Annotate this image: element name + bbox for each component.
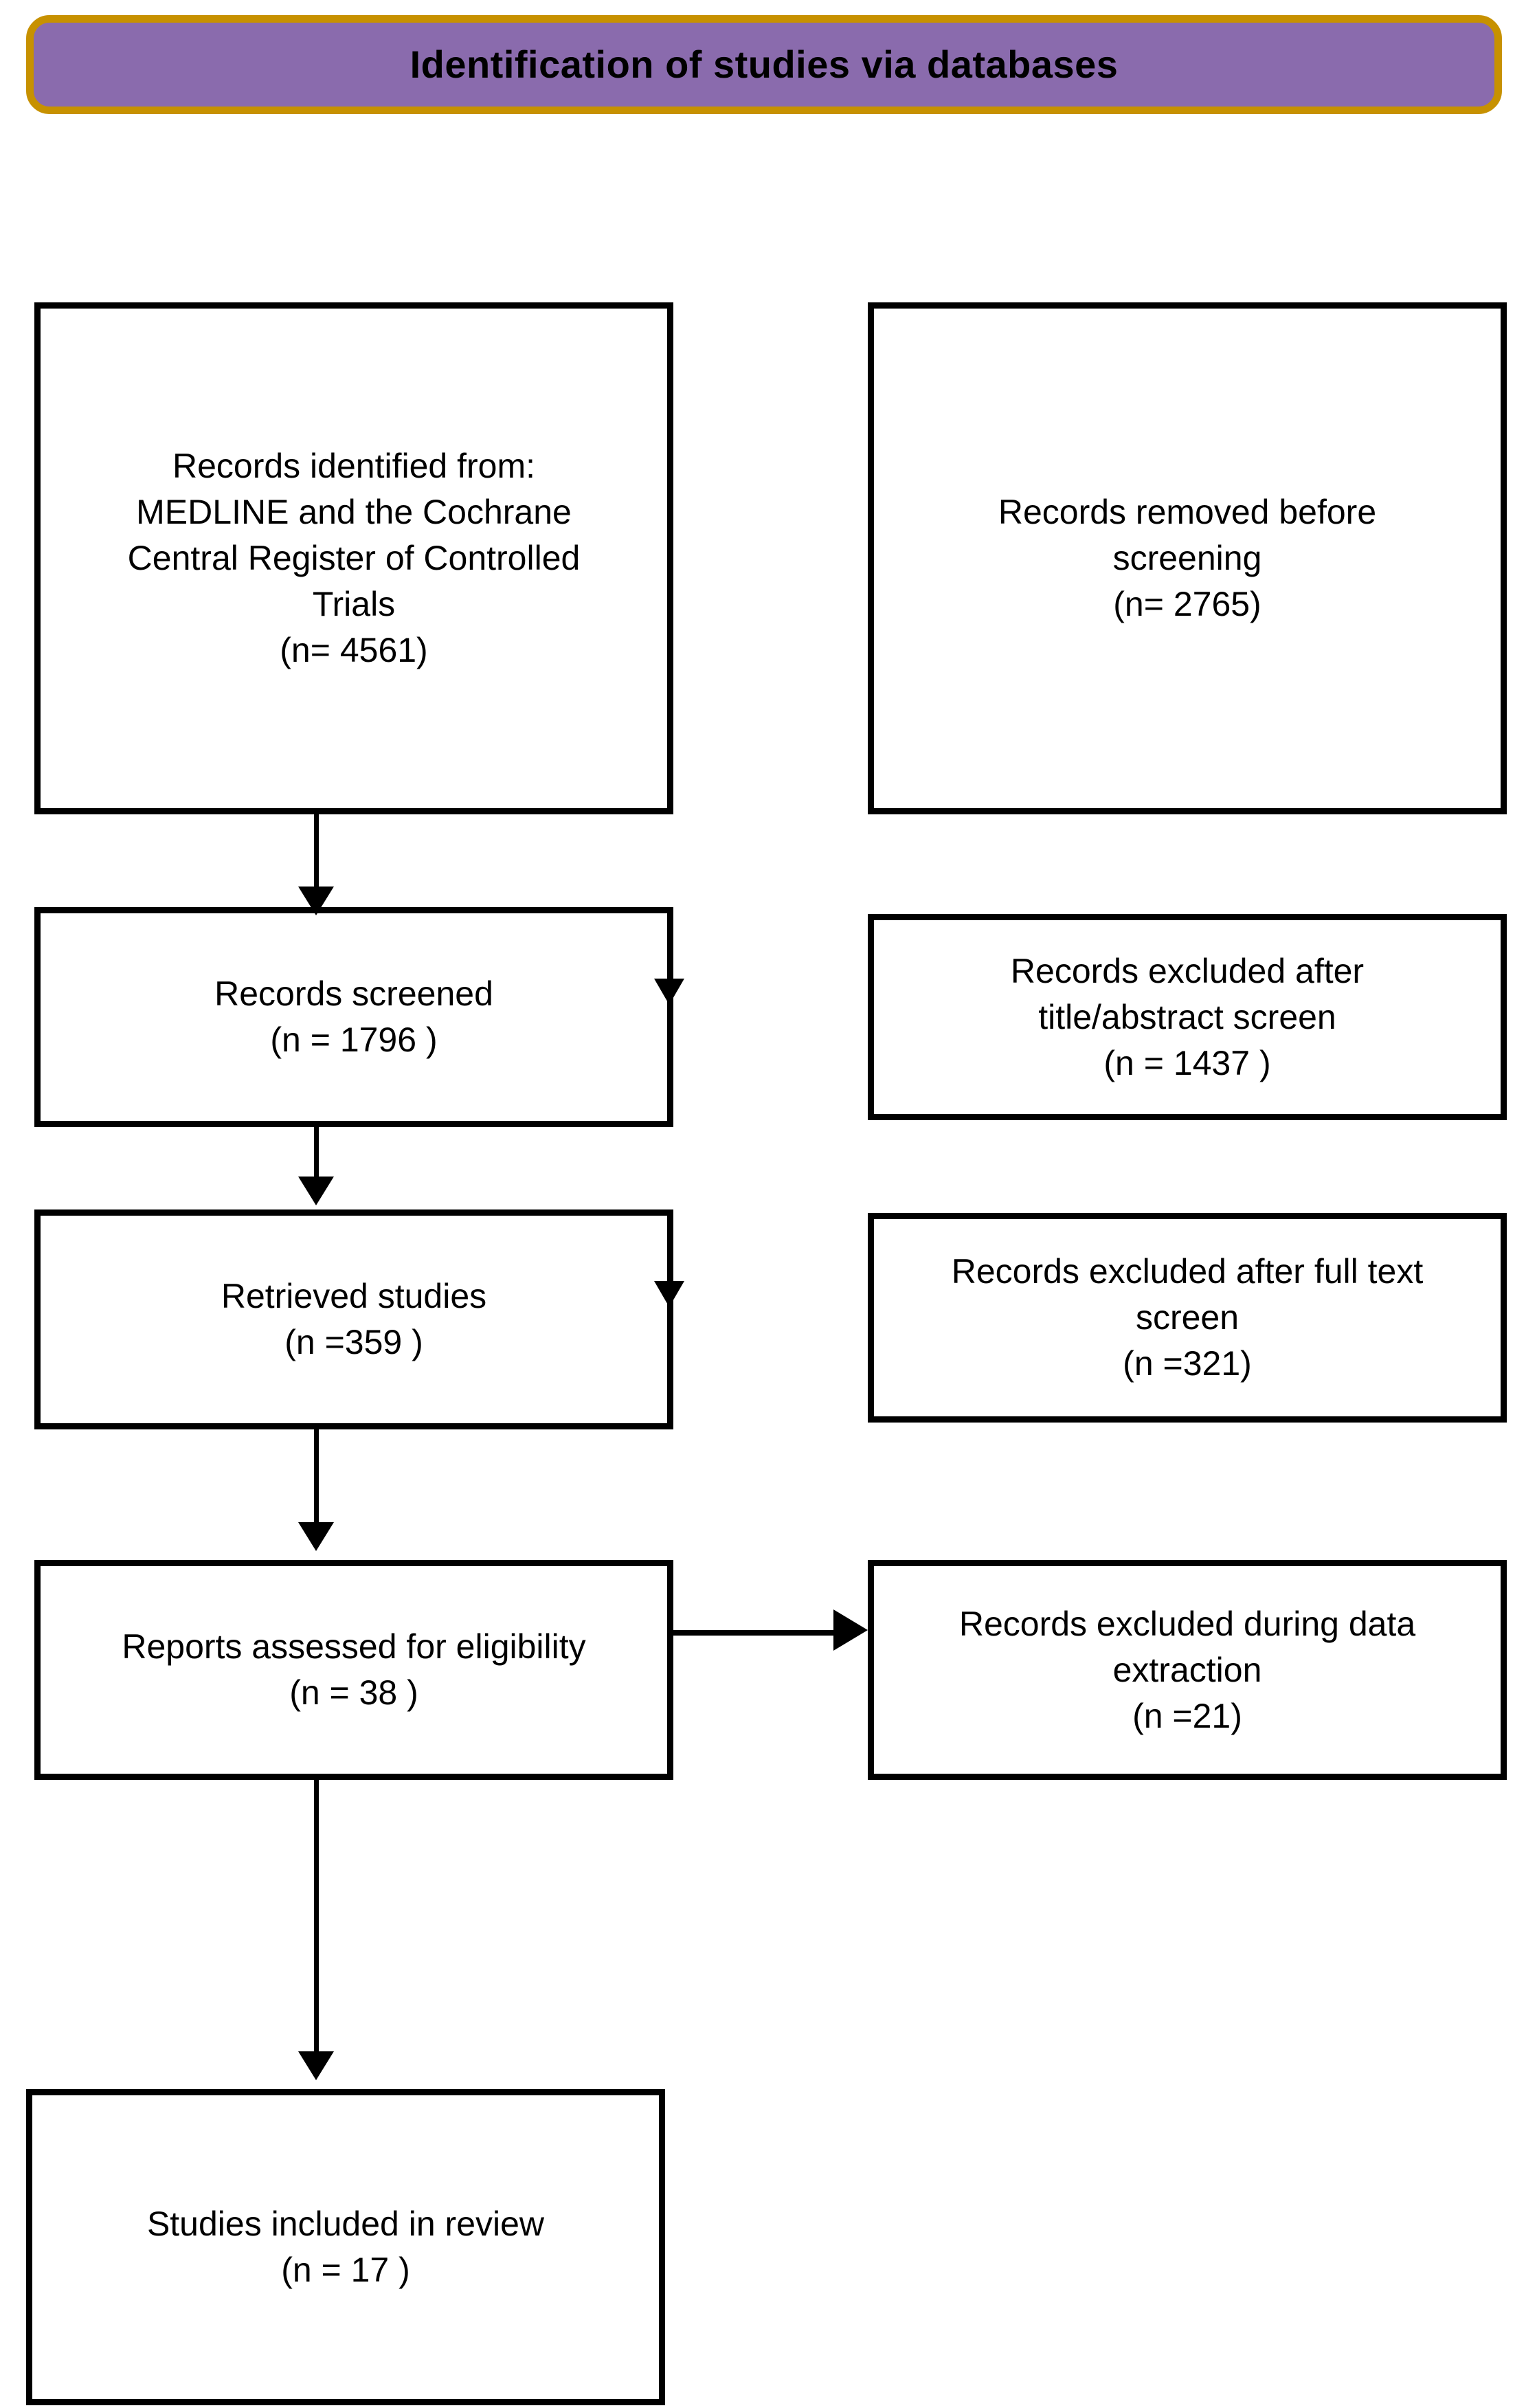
box-records-excluded-full-text-label: Records excluded after full text screen … [951, 1252, 1424, 1383]
connector-eligibility-to-excluded-line [669, 1630, 840, 1636]
arrowhead-down-icon [298, 1522, 334, 1551]
box-records-screened: Records screened (n = 1796 ) [34, 907, 673, 1127]
box-studies-included-in-review: Studies included in review (n = 17 ) [26, 2089, 665, 2405]
box-retrieved-studies: Retrieved studies (n =359 ) [34, 1209, 673, 1429]
arrowhead-down-icon [654, 979, 684, 1005]
diagram-header-banner: Identification of studies via databases [26, 15, 1502, 114]
box-records-excluded-data-extraction-label: Records excluded during data extraction … [958, 1604, 1416, 1735]
arrowhead-down-icon [298, 1177, 334, 1205]
arrowhead-down-icon [654, 1281, 684, 1307]
connector-screened-to-retrieved-line [314, 1127, 319, 1181]
box-retrieved-studies-label: Retrieved studies (n =359 ) [221, 1277, 487, 1361]
box-studies-included-in-review-label: Studies included in review (n = 17 ) [146, 2205, 545, 2289]
box-records-excluded-data-extraction: Records excluded during data extraction … [868, 1560, 1507, 1780]
connector-eligibility-to-included-line [314, 1780, 319, 2055]
box-records-identified-label: Records identified from: MEDLINE and the… [127, 447, 581, 669]
arrowhead-down-icon [298, 887, 334, 915]
box-records-screened-label: Records screened (n = 1796 ) [214, 974, 493, 1059]
diagram-title: Identification of studies via databases [410, 43, 1119, 87]
box-records-excluded-title-abstract: Records excluded after title/abstract sc… [868, 914, 1507, 1120]
arrowhead-right-icon [833, 1609, 868, 1651]
box-records-excluded-full-text: Records excluded after full text screen … [868, 1213, 1507, 1423]
arrowhead-down-icon [298, 2051, 334, 2080]
box-records-excluded-title-abstract-label: Records excluded after title/abstract sc… [1010, 951, 1365, 1082]
connector-retrieved-to-eligibility-line [314, 1429, 319, 1526]
box-records-removed-before-screening-label: Records removed before screening (n= 276… [998, 493, 1377, 623]
box-reports-assessed-eligibility-label: Reports assessed for eligibility (n = 38… [122, 1627, 586, 1712]
box-reports-assessed-eligibility: Reports assessed for eligibility (n = 38… [34, 1560, 673, 1780]
connector-identified-to-screened-line [314, 814, 319, 891]
box-records-removed-before-screening: Records removed before screening (n= 276… [868, 302, 1507, 814]
box-records-identified: Records identified from: MEDLINE and the… [34, 302, 673, 814]
